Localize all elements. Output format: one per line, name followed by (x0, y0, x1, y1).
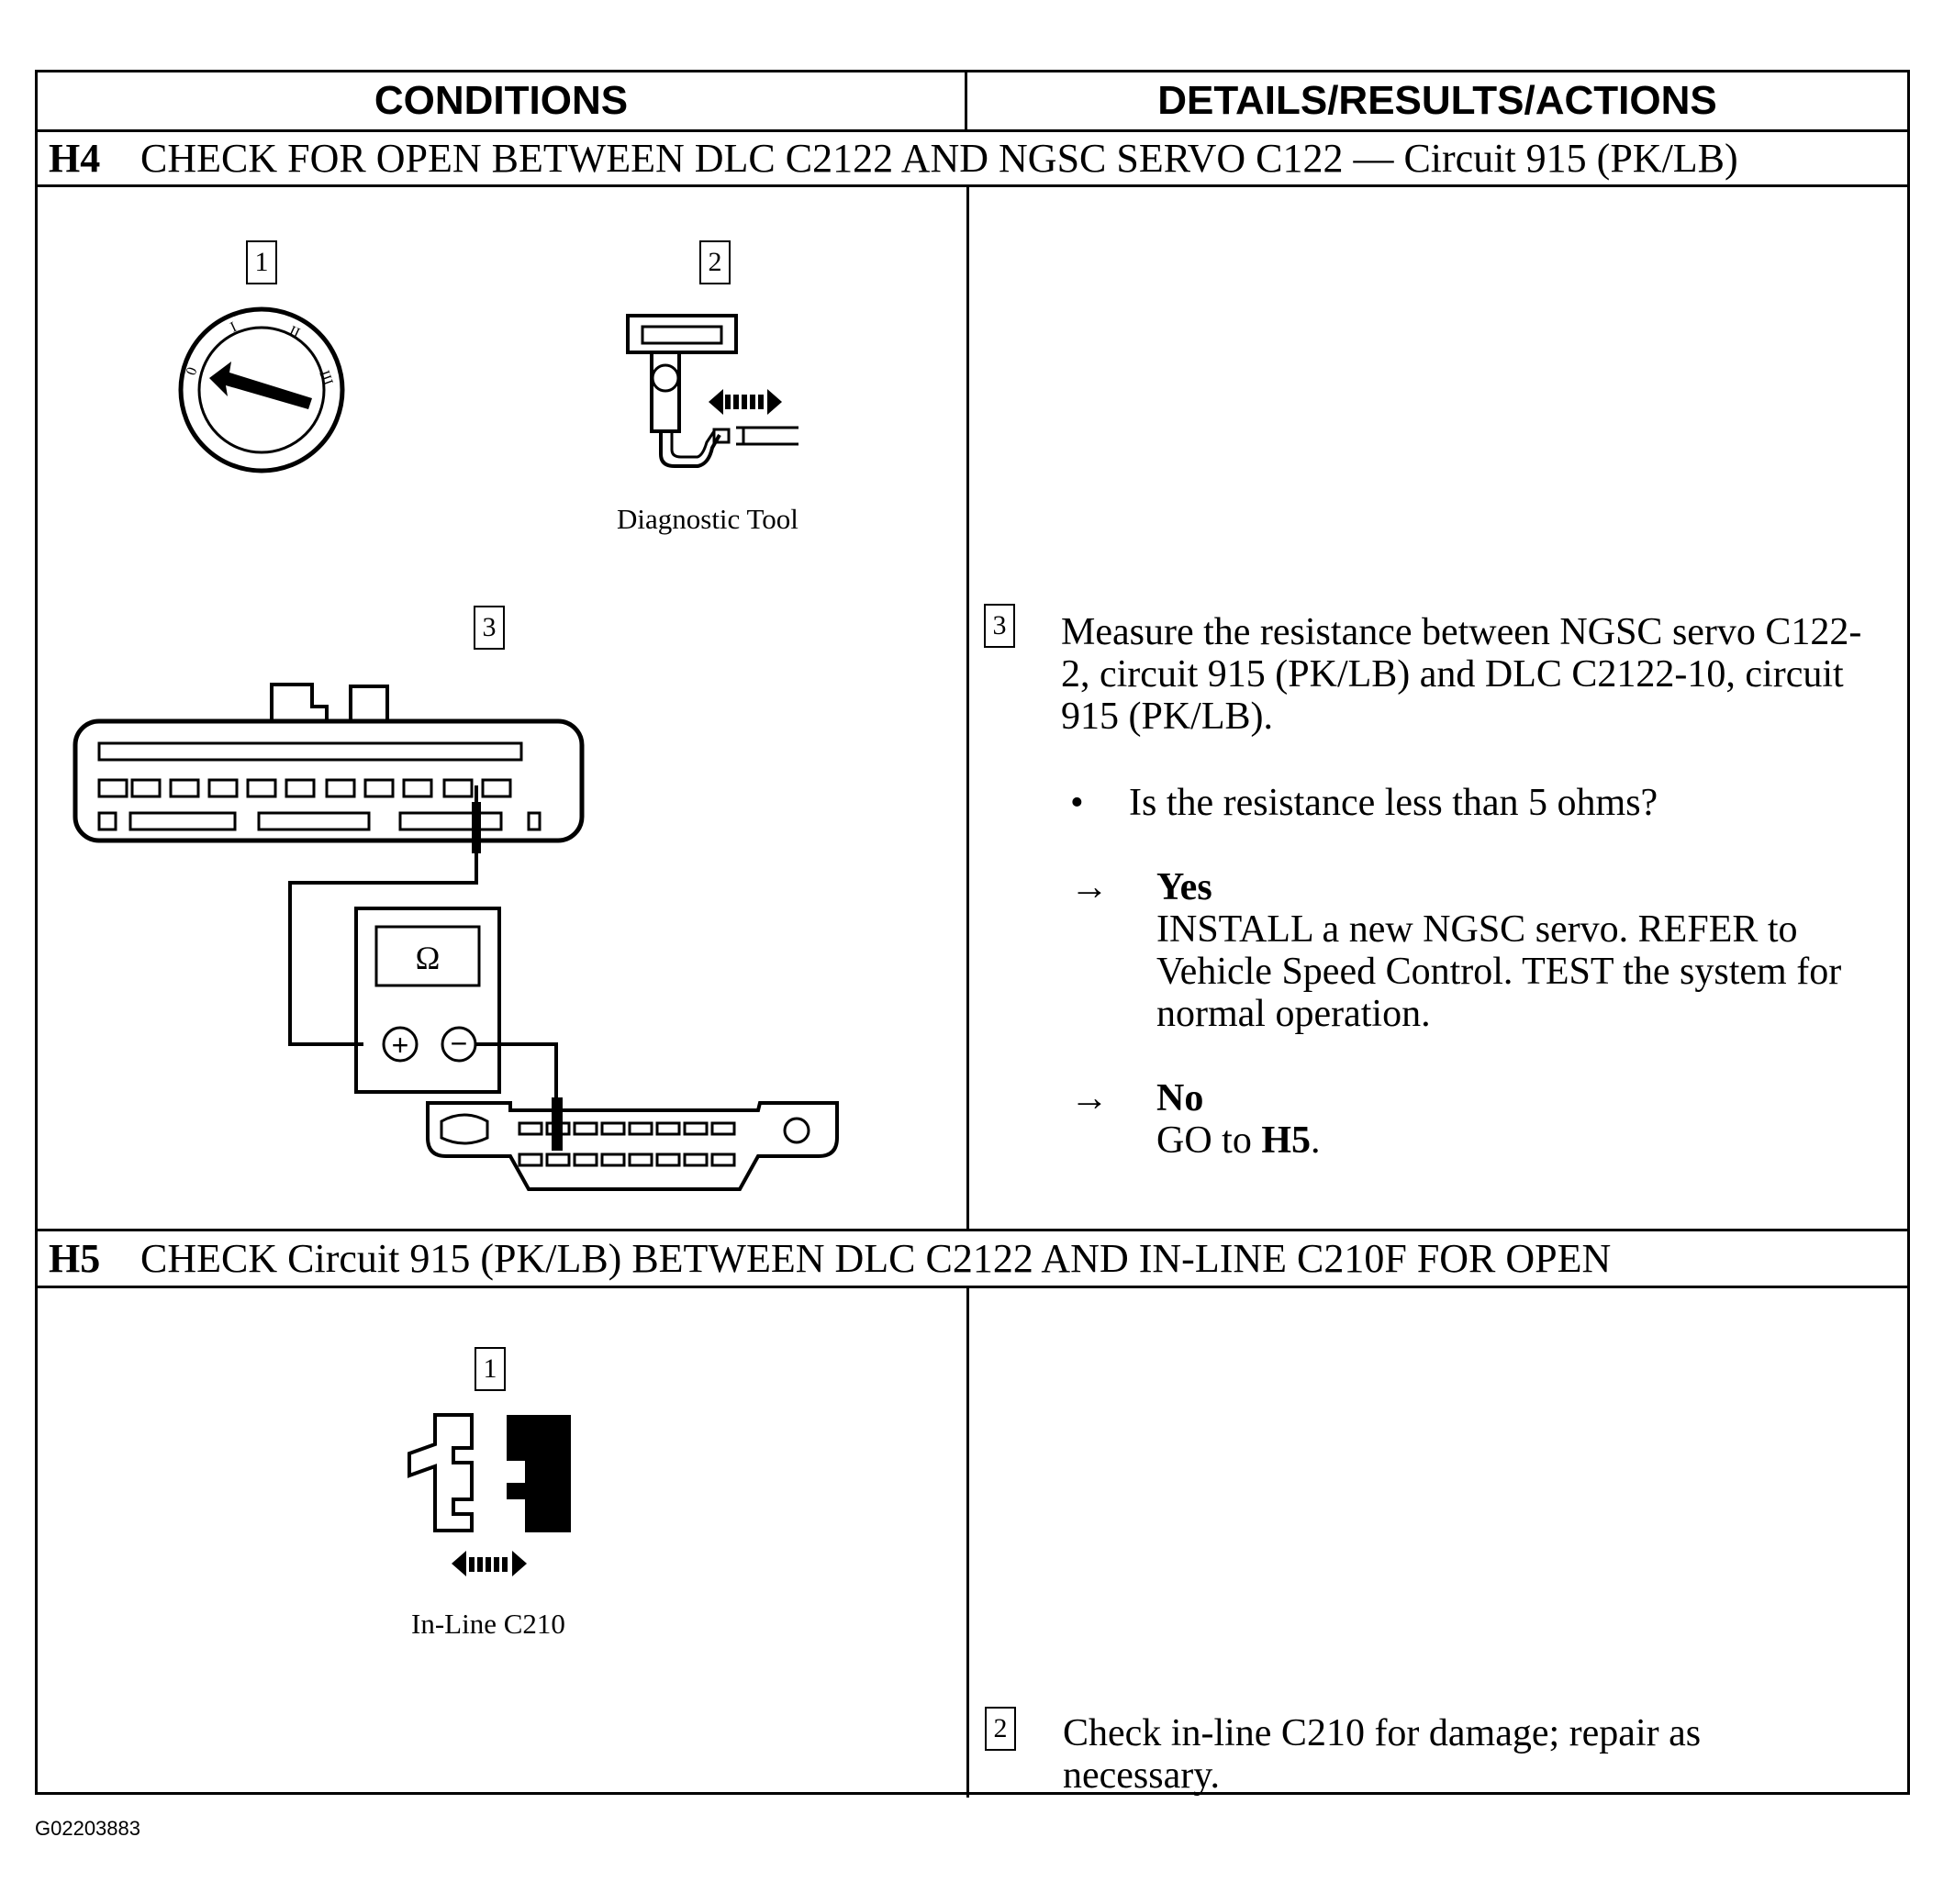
h4-step3-number: 3 (474, 606, 505, 650)
header-divider (38, 129, 1907, 132)
ohm-symbol: Ω (416, 940, 441, 976)
ignition-switch-off-icon: 0 I II III (178, 306, 345, 473)
svg-text:II: II (286, 323, 302, 341)
h4-column-divider (966, 184, 969, 1229)
h4-step1-number: 1 (246, 240, 277, 284)
yes-action-text: INSTALL a new NGSC servo. REFER to Vehic… (1156, 908, 1842, 1035)
h4-detail-step-number: 3 (984, 604, 1015, 648)
no-action-prefix: GO to (1156, 1119, 1262, 1162)
h4-h5-divider (38, 1229, 1907, 1231)
no-action-suffix: . (1311, 1119, 1321, 1162)
yes-label: Yes (1156, 866, 1212, 908)
h5-detail-step-number: 2 (985, 1707, 1016, 1751)
yes-arrow: → (1070, 866, 1109, 908)
h4-step-text: CHECK FOR OPEN BETWEEN DLC C2122 AND NGS… (140, 136, 1738, 181)
figure-id: G02203883 (35, 1817, 140, 1840)
h5-check-instruction: Check in-line C210 for damage; repair as… (1063, 1712, 1702, 1797)
diagnostic-tool-caption: Diagnostic Tool (617, 503, 798, 535)
no-arrow: → (1070, 1077, 1109, 1119)
h4-step-title: H4 CHECK FOR OPEN BETWEEN DLC C2122 AND … (38, 132, 1907, 184)
h4-measure-instruction: Measure the resistance between NGSC serv… (1061, 611, 1862, 738)
inline-c210-caption: In-Line C210 (411, 1608, 565, 1640)
go-to-h5-link[interactable]: H5 (1261, 1119, 1312, 1162)
h4-step2-number: 2 (699, 240, 731, 284)
svg-text:0: 0 (184, 365, 201, 377)
minus-terminal-symbol: − (451, 1027, 468, 1060)
h4-title-divider (38, 184, 1907, 187)
h5-title-divider (38, 1286, 1907, 1288)
h5-step1-number: 1 (475, 1347, 506, 1391)
h5-column-divider (966, 1286, 969, 1798)
plus-terminal-symbol: + (392, 1029, 409, 1062)
svg-text:I: I (229, 319, 240, 336)
h5-step-id: H5 (49, 1236, 101, 1281)
no-label: No (1156, 1077, 1204, 1119)
no-action-text: GO to H5. (1156, 1119, 1321, 1162)
h5-step-text: CHECK Circuit 915 (PK/LB) BETWEEN DLC C2… (140, 1236, 1612, 1281)
diagnostic-table: CONDITIONS DETAILS/RESULTS/ACTIONS H4 CH… (35, 70, 1910, 1798)
diagnostic-tool-icon (626, 314, 798, 468)
details-header: DETAILS/RESULTS/ACTIONS (1157, 78, 1717, 123)
resistance-measurement-diagram: Ω + − (73, 683, 839, 1191)
resistance-question: Is the resistance less than 5 ohms? (1129, 782, 1658, 824)
header-column-divider (965, 72, 967, 129)
conditions-header: CONDITIONS (374, 78, 629, 123)
h5-step-title: H5 CHECK Circuit 915 (PK/LB) BETWEEN DLC… (38, 1231, 1907, 1286)
bullet-marker: • (1070, 782, 1084, 824)
svg-text:III: III (316, 369, 335, 388)
inline-connector-disconnect-icon (408, 1413, 571, 1576)
h4-step-id: H4 (49, 136, 101, 181)
